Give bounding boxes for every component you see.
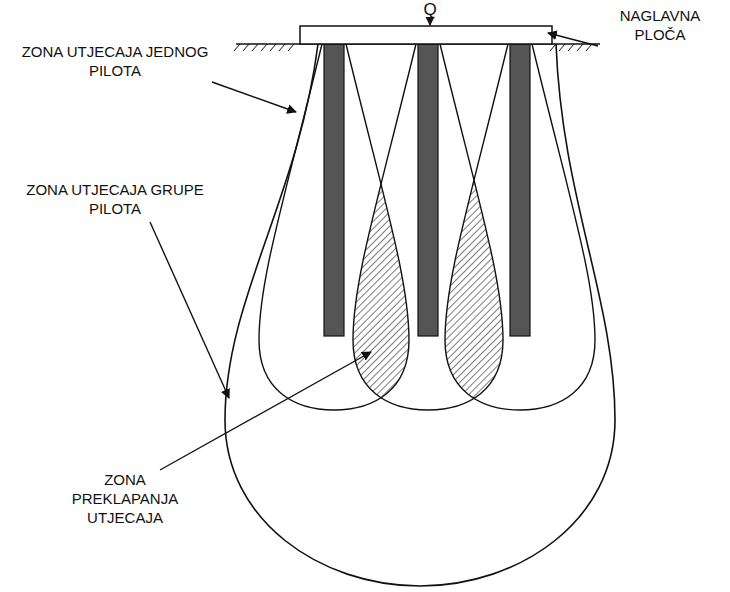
pile-cap-label: NAGLAVNA PLOČA [600, 6, 720, 44]
group-influence-zone [225, 44, 615, 586]
overlap-hatching [353, 44, 595, 410]
overlap-zone-label: ZONA PREKLAPANJA UTJECAJA [55, 470, 195, 527]
group-zone-label: ZONA UTJECAJA GRUPE PILOTA [20, 180, 210, 218]
load-arrow [429, 20, 430, 25]
load-label: Q [418, 0, 442, 19]
pile [324, 44, 530, 336]
pile-cap [300, 26, 552, 44]
ground-hatching [234, 44, 592, 51]
leader-arrow [150, 33, 598, 470]
single-zone-label: ZONA UTJECAJA JEDNOG PILOTA [20, 42, 210, 80]
single-pile-zones [259, 44, 595, 410]
